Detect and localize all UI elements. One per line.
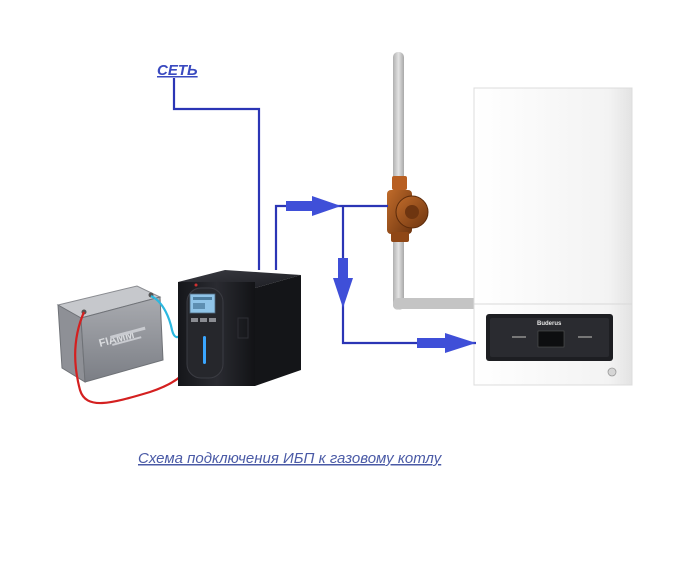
mains-label: СЕТЬ [157,62,198,79]
flow-arrows [286,196,476,353]
circulation-pump [387,176,429,242]
ups [178,270,301,386]
boiler-brand: Buderus [537,321,562,327]
diagram-caption: Схема подключения ИБП к газовому котлу [138,450,443,467]
boiler-display [537,330,565,348]
ups-output-line [274,204,343,270]
arrow-down-icon [333,258,353,308]
ups-power-led [203,336,206,364]
boiler-pressure-gauge-icon [607,367,617,377]
mains-input-line [172,78,261,270]
battery-plus-wire [73,311,189,405]
pipe-horizontal [393,298,481,309]
arrow-right-icon [417,333,476,353]
arrow-right-icon [286,196,341,216]
battery: FIAMM [56,285,164,383]
gas-boiler: Buderus [473,87,633,386]
